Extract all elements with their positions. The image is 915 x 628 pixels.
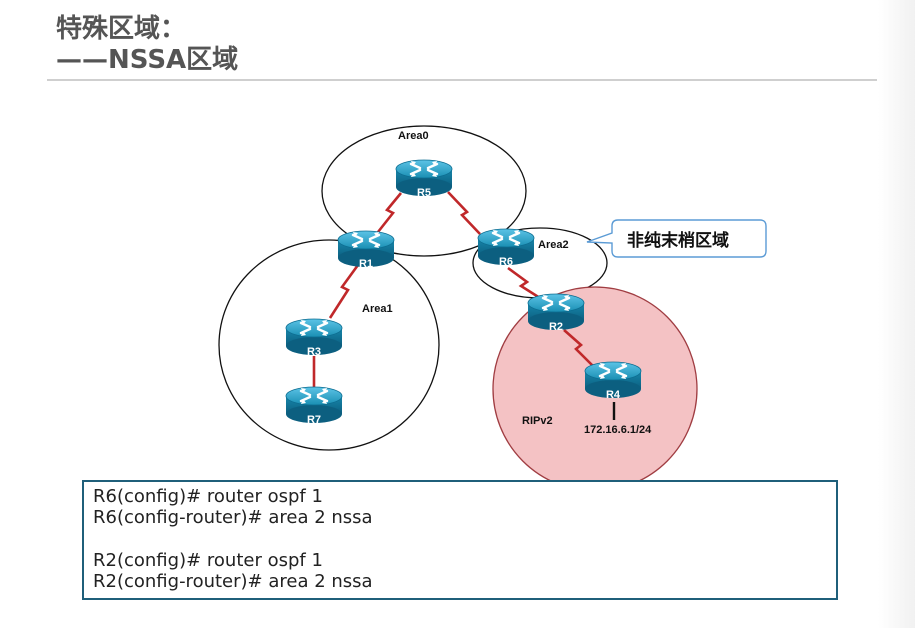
title-line-1: 特殊区域： <box>56 14 187 44</box>
title-line-2: ——NSSA区域 <box>56 45 239 75</box>
router-label-r4: R4 <box>606 389 621 401</box>
config-line: R6(config-router)# area 2 nssa <box>93 507 373 528</box>
slide-title: 特殊区域： ——NSSA区域 <box>56 14 238 76</box>
area2-label: Area2 <box>538 239 569 251</box>
router-label-r6: R6 <box>499 256 513 268</box>
router-label-r7: R7 <box>307 414 321 426</box>
router-label-r3: R3 <box>307 346 321 358</box>
link-r1-r3 <box>328 264 360 319</box>
router-label-r5: R5 <box>417 187 431 199</box>
config-spacer <box>93 528 836 550</box>
link-r2-r4 <box>563 329 596 369</box>
router-label-r1: R1 <box>359 258 373 270</box>
config-line: R2(config-router)# area 2 nssa <box>93 571 373 592</box>
slide-edge-shadow <box>878 0 915 628</box>
ripv2-label: RIPv2 <box>522 415 553 427</box>
area1-label: Area1 <box>362 303 393 315</box>
config-code-box: R6(config)# router ospf 1 R6(config-rout… <box>82 480 838 600</box>
nssa-callout <box>586 219 767 258</box>
title-divider <box>47 79 877 81</box>
network-address: 172.16.6.1/24 <box>584 424 652 436</box>
area0-label: Area0 <box>398 130 429 142</box>
router-label-r2: R2 <box>549 321 563 333</box>
config-line: R2(config)# router ospf 1 <box>93 550 323 571</box>
area1-boundary <box>218 239 440 451</box>
area0-boundary <box>321 125 527 257</box>
link-r5-r1 <box>376 192 403 233</box>
link-r5-r6 <box>447 191 481 235</box>
callout-text: 非纯末梢区域 <box>627 230 729 251</box>
config-line: R6(config)# router ospf 1 <box>93 486 323 507</box>
link-r6-r2 <box>507 266 541 300</box>
